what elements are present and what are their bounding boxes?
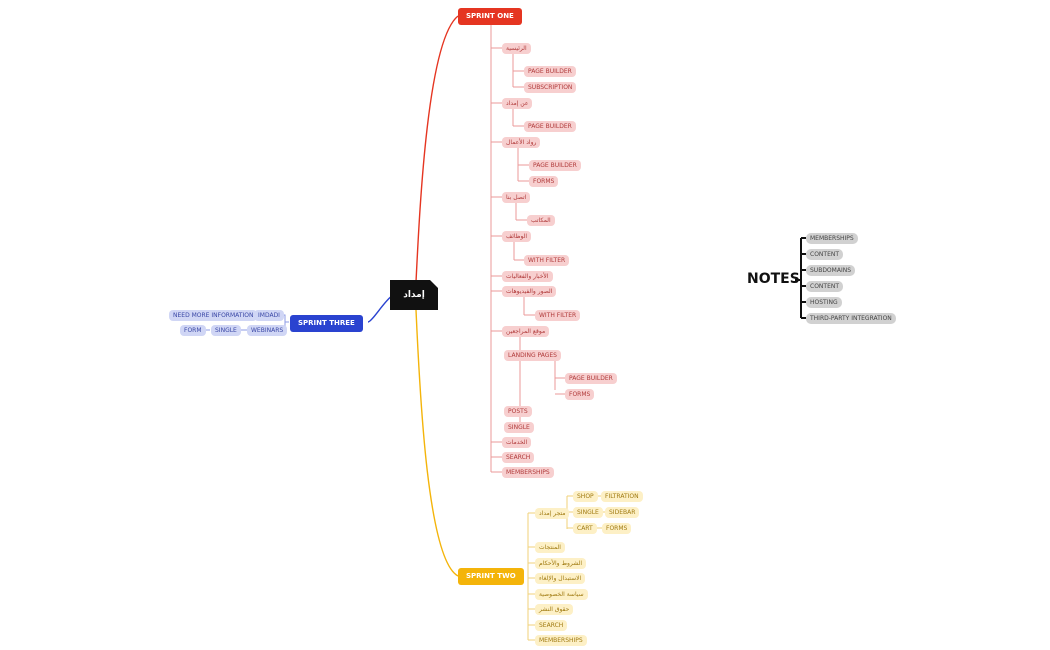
sprint-three-item[interactable]: WEBINARS	[247, 325, 288, 336]
sprint-one-subitem[interactable]: SUBSCRIPTION	[524, 82, 577, 93]
sprint-two-item[interactable]: SEARCH	[535, 620, 568, 631]
sprint-one-subitem[interactable]: PAGE BUILDER	[524, 121, 576, 132]
sprint-two-item[interactable]: سياسة الخصوصية	[535, 589, 588, 600]
sprint-one-item[interactable]: الرئيسية	[502, 43, 531, 54]
sprint-two-item[interactable]: متجر إمداد	[535, 508, 570, 519]
sprint-two-subitem[interactable]: SHOP	[573, 491, 598, 502]
sprint-one-subsubitem[interactable]: FORMS	[565, 389, 595, 400]
sprint-two-item[interactable]: الاستبدال والإلغاء	[535, 573, 586, 584]
notes-item[interactable]: CONTENT	[806, 281, 844, 292]
sprint-one-subsubitem[interactable]: PAGE BUILDER	[565, 373, 617, 384]
sprint-one-subitem[interactable]: FORMS	[529, 176, 559, 187]
curve-sprint-one	[415, 15, 459, 283]
sprint-two-subitem[interactable]: CART	[573, 523, 597, 534]
sprint-two-subsubitem[interactable]: SIDEBAR	[605, 507, 640, 518]
curve-sprint-two	[415, 309, 459, 577]
notes-item[interactable]: HOSTING	[806, 297, 842, 308]
sprint-one-subitem[interactable]: LANDING PAGES	[504, 350, 561, 361]
sprint-one-item[interactable]: MEMBERSHIPS	[502, 467, 554, 478]
notes-item[interactable]: MEMBERSHIPS	[806, 233, 858, 244]
sprint-one-item[interactable]: موقع المراجعين	[502, 326, 550, 337]
sprint-one-item[interactable]: رواد الأعمال	[502, 137, 541, 148]
sprint-two-subsubitem[interactable]: FILTRATION	[601, 491, 643, 502]
sprint-one-item[interactable]: الصور والفيديوهات	[502, 286, 557, 297]
sprint-one-subitem[interactable]: WITH FILTER	[524, 255, 570, 266]
root-node[interactable]: إمداد	[390, 280, 438, 310]
sprint-one-item[interactable]: SEARCH	[502, 452, 535, 463]
sprint-one-subitem[interactable]: المكاتب	[527, 215, 555, 226]
sprint-one-subitem[interactable]: POSTS	[504, 406, 532, 417]
sprint-three-subsubitem[interactable]: FORM	[180, 325, 206, 336]
sprint-one-item[interactable]: اتصل بنا	[502, 192, 531, 203]
sprint-one-subitem[interactable]: PAGE BUILDER	[529, 160, 581, 171]
sprint-two-item[interactable]: حقوق النشر	[535, 604, 574, 615]
sprint-one-item[interactable]: الأخبار والفعاليات	[502, 271, 553, 282]
sprint-one-item[interactable]: عن إمداد	[502, 98, 533, 109]
sprint-one-subitem[interactable]: WITH FILTER	[535, 310, 581, 321]
sprint-three-node[interactable]: SPRINT THREE	[290, 315, 363, 332]
sprint-one-item[interactable]: الوظائف	[502, 231, 532, 242]
sprint-one-node[interactable]: SPRINT ONE	[458, 8, 522, 25]
sprint-two-subsubitem[interactable]: FORMS	[602, 523, 632, 534]
notes-title: NOTES	[747, 271, 800, 287]
notes-item[interactable]: THIRD-PARTY INTEGRATION	[806, 313, 896, 324]
sprint-three-subitem[interactable]: NEED MORE INFORMATION	[169, 310, 258, 321]
sprint-one-subitem[interactable]: PAGE BUILDER	[524, 66, 576, 77]
sprint-one-subitem[interactable]: SINGLE	[504, 422, 534, 433]
sprint-three-item[interactable]: IMDADI	[254, 310, 284, 321]
curve-sprint-three	[367, 295, 393, 323]
sprint-two-node[interactable]: SPRINT TWO	[458, 568, 524, 585]
sprint-two-item[interactable]: المنتجات	[535, 542, 565, 553]
sprint-two-subitem[interactable]: SINGLE	[573, 507, 603, 518]
notes-item[interactable]: CONTENT	[806, 249, 844, 260]
sprint-one-item[interactable]: الخدمات	[502, 437, 532, 448]
sprint-three-subitem[interactable]: SINGLE	[211, 325, 241, 336]
notes-item[interactable]: SUBDOMAINS	[806, 265, 856, 276]
sprint-two-item[interactable]: الشروط والأحكام	[535, 558, 587, 569]
sprint-two-item[interactable]: MEMBERSHIPS	[535, 635, 587, 646]
